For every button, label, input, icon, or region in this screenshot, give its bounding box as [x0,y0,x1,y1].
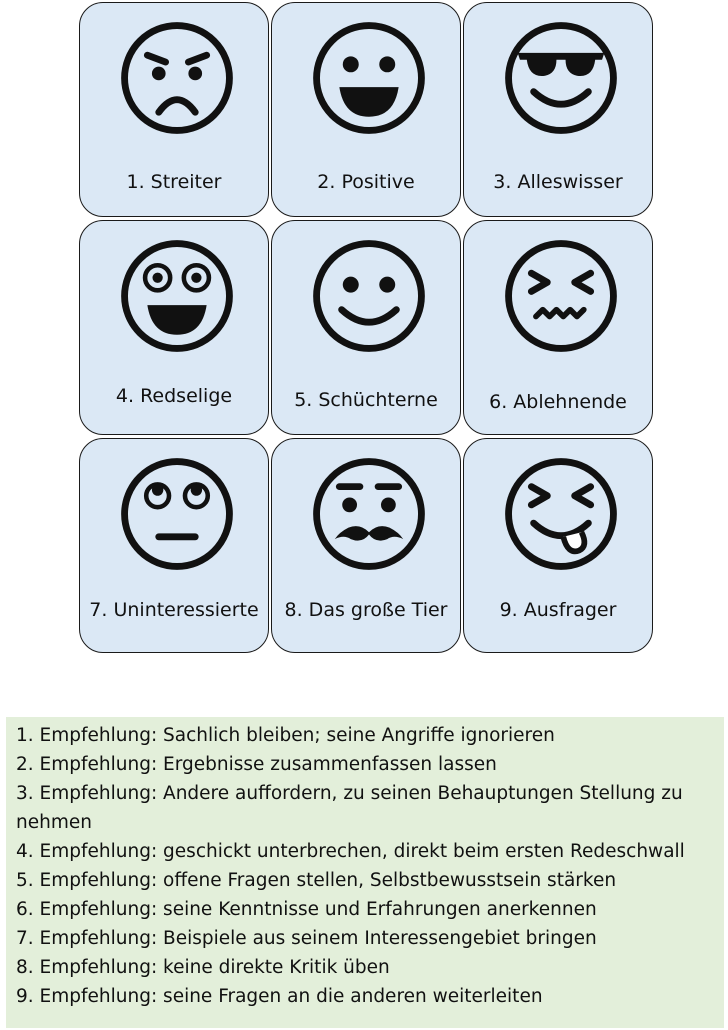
card-streiter: 1. Streiter [79,2,269,217]
squinting-grimace-face-icon [505,240,617,352]
recommendation-item: 5. Empfehlung: offene Fragen stellen, Se… [16,870,617,891]
eye-roll-face-icon [121,458,233,570]
card-alleswisser: 3. Alleswisser [463,2,653,217]
angry-face-icon [121,22,233,134]
recommendation-item: 8. Empfehlung: keine direkte Kritik üben [16,957,390,978]
sunglasses-face-icon [505,22,617,134]
card-label: 4. Redselige [115,385,233,407]
card-schuechterne: 5. Schüchterne [271,220,461,435]
card-label: 9. Ausfrager [499,599,617,621]
tongue-out-face-icon [505,458,617,570]
grinning-face-icon [313,22,425,134]
recommendation-item: 1. Empfehlung: Sachlich bleiben; seine A… [16,725,555,746]
wide-eyed-laughing-face-icon [121,240,233,352]
smiling-face-icon [313,240,425,352]
card-das-grosse-tier: 8. Das große Tier [271,438,461,653]
card-label: 5. Schüchterne [294,389,438,411]
recommendation-text: 3. Empfehlung: Andere auffordern, zu sei… [16,783,683,833]
card-ausfrager: 9. Ausfrager [463,438,653,653]
card-label: 8. Das große Tier [284,599,448,621]
card-label: 3. Alleswisser [493,171,623,193]
recommendation-item: 3. Empfehlung: Andere auffordern, zu sei… [16,779,722,837]
card-label: 2. Positive [317,171,415,193]
mustache-face-icon [313,458,425,570]
card-ablehnende: 6. Ablehnende [463,220,653,435]
recommendations-panel: 1. Empfehlung: Sachlich bleiben; seine A… [6,717,724,1028]
recommendation-item: 4. Empfehlung: geschickt unterbrechen, d… [16,841,685,862]
card-redselige: 4. Redselige [79,220,269,435]
recommendation-item: 2. Empfehlung: Ergebnisse zusammenfassen… [16,754,497,775]
card-label: 6. Ablehnende [489,391,627,413]
personality-type-grid: 1. Streiter 2. Positive 3. Alleswisser [79,2,653,653]
card-label: 7. Uninteressierte [89,599,259,621]
card-positive: 2. Positive [271,2,461,217]
card-label: 1. Streiter [126,171,222,193]
recommendation-item: 6. Empfehlung: seine Kenntnisse und Erfa… [16,899,597,920]
recommendation-item: 7. Empfehlung: Beispiele aus seinem Inte… [16,928,597,949]
recommendation-item: 9. Empfehlung: seine Fragen an die ander… [16,986,543,1007]
card-uninteressierte: 7. Uninteressierte [79,438,269,653]
